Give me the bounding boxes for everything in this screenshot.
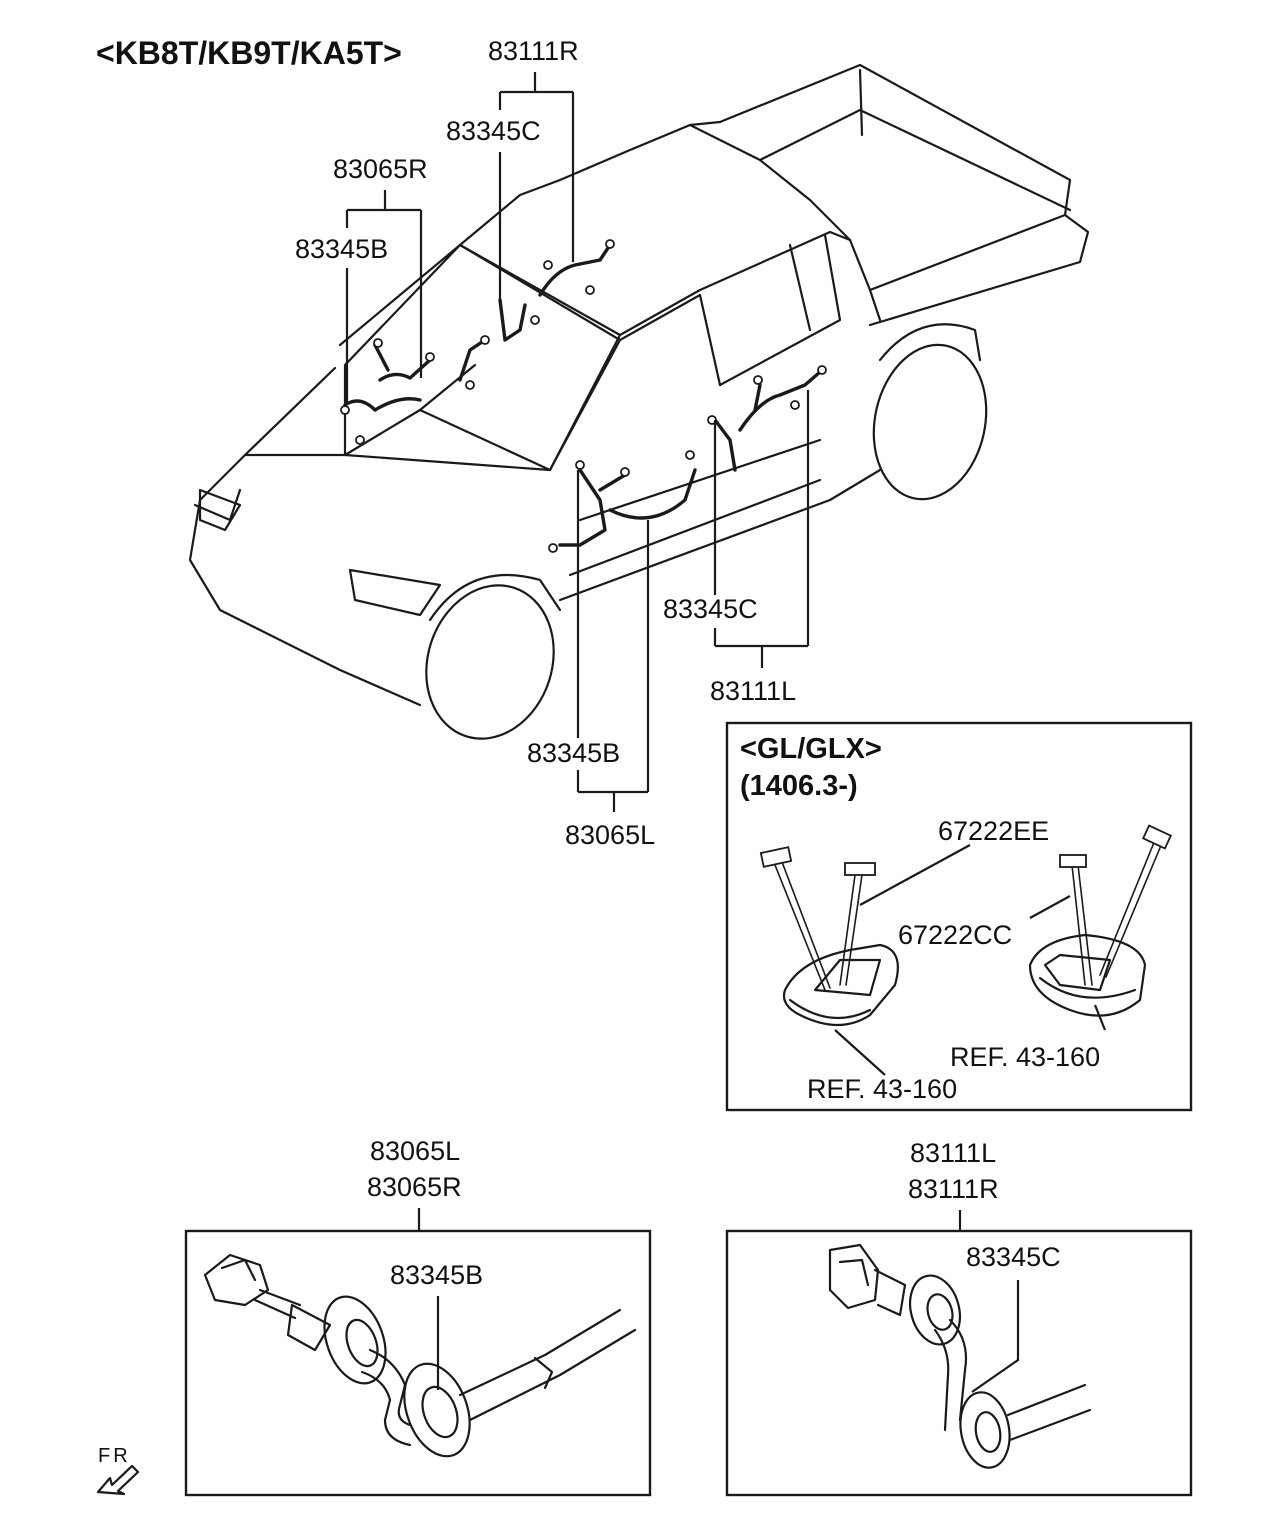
label-83345c-lower: 83345C xyxy=(663,594,758,624)
detail-rear-grommet-label: 83345C xyxy=(966,1242,1061,1272)
inset-frame xyxy=(725,721,1193,1112)
front-arrow-icon xyxy=(96,1464,140,1496)
label-ref-left: REF. 43-160 xyxy=(807,1074,957,1104)
model-title: <KB8T/KB9T/KA5T> xyxy=(96,35,402,71)
detail-rear-harness: 83111L 83111R 83345C xyxy=(725,1138,1193,1497)
label-67222ee: 67222EE xyxy=(938,816,1049,846)
label-83345b-lower: 83345B xyxy=(527,738,620,768)
detail-front-frame xyxy=(184,1229,652,1497)
front-direction-marker: FR xyxy=(96,1445,140,1496)
label-83111r: 83111R xyxy=(488,36,579,66)
detail-front-grommet-label: 83345B xyxy=(390,1260,483,1290)
inset-gl-glx: <GL/GLX> (1406.3-) 67222EE 67222CC REF. … xyxy=(725,721,1193,1112)
detail-rear-label-r: 83111R xyxy=(908,1174,999,1204)
inset-heading-date: (1406.3-) xyxy=(740,770,858,802)
label-83065l: 83065L xyxy=(565,820,655,850)
detail-front-label-r: 83065R xyxy=(367,1172,462,1202)
label-83345c-upper: 83345C xyxy=(446,116,541,146)
pickup-truck-illustration xyxy=(188,63,1090,740)
label-67222cc: 67222CC xyxy=(898,920,1012,950)
label-ref-right: REF. 43-160 xyxy=(950,1042,1100,1072)
label-83065r: 83065R xyxy=(333,154,428,184)
label-83111l: 83111L xyxy=(710,676,796,706)
left-lamp-assembly xyxy=(759,844,971,1076)
wiring-harness-routing xyxy=(340,239,827,553)
front-direction-label: FR xyxy=(98,1445,131,1467)
detail-rear-label-l: 83111L xyxy=(910,1138,996,1168)
right-lamp-assembly xyxy=(1028,824,1173,1031)
detail-front-label-l: 83065L xyxy=(370,1136,460,1166)
inset-heading-trim: <GL/GLX> xyxy=(740,733,882,765)
main-leader-lines xyxy=(345,72,810,812)
detail-front-harness: 83065L 83065R 83345B xyxy=(184,1136,652,1497)
label-83345b-upper: 83345B xyxy=(295,234,388,264)
detail-rear-frame xyxy=(725,1229,1193,1497)
